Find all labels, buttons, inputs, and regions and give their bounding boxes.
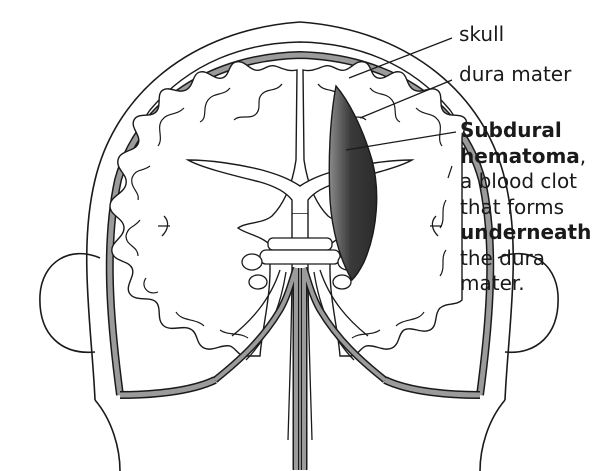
hematoma-title-line1: Subdural (460, 118, 591, 144)
right-nucleus (333, 275, 351, 289)
hematoma-desc-line3: a blood clot (460, 169, 591, 195)
left-nucleus (249, 275, 267, 289)
hematoma-desc-line5: underneath (460, 220, 591, 246)
hematoma-comma: , (580, 144, 586, 168)
pons-bar (268, 238, 332, 250)
left-thalamic-node (242, 254, 262, 270)
hematoma-desc-line7: mater. (460, 271, 591, 297)
left-hemisphere (110, 62, 297, 356)
hematoma-title-line2: hematoma, (460, 144, 591, 170)
hematoma-desc-line6: the dura (460, 246, 591, 272)
dura-mater-label: dura mater (459, 62, 571, 86)
neck-left-outline (95, 400, 120, 471)
skull-label: skull (459, 22, 504, 46)
neck-right-outline (480, 400, 505, 471)
right-hemisphere (303, 62, 466, 356)
brain-cortex (110, 62, 466, 356)
pons-bar-2 (260, 250, 340, 264)
hematoma-title-word: hematoma (460, 144, 580, 168)
hematoma-desc-line4: that forms (460, 195, 591, 221)
hematoma-callout: Subdural hematoma, a blood clot that for… (460, 118, 591, 297)
